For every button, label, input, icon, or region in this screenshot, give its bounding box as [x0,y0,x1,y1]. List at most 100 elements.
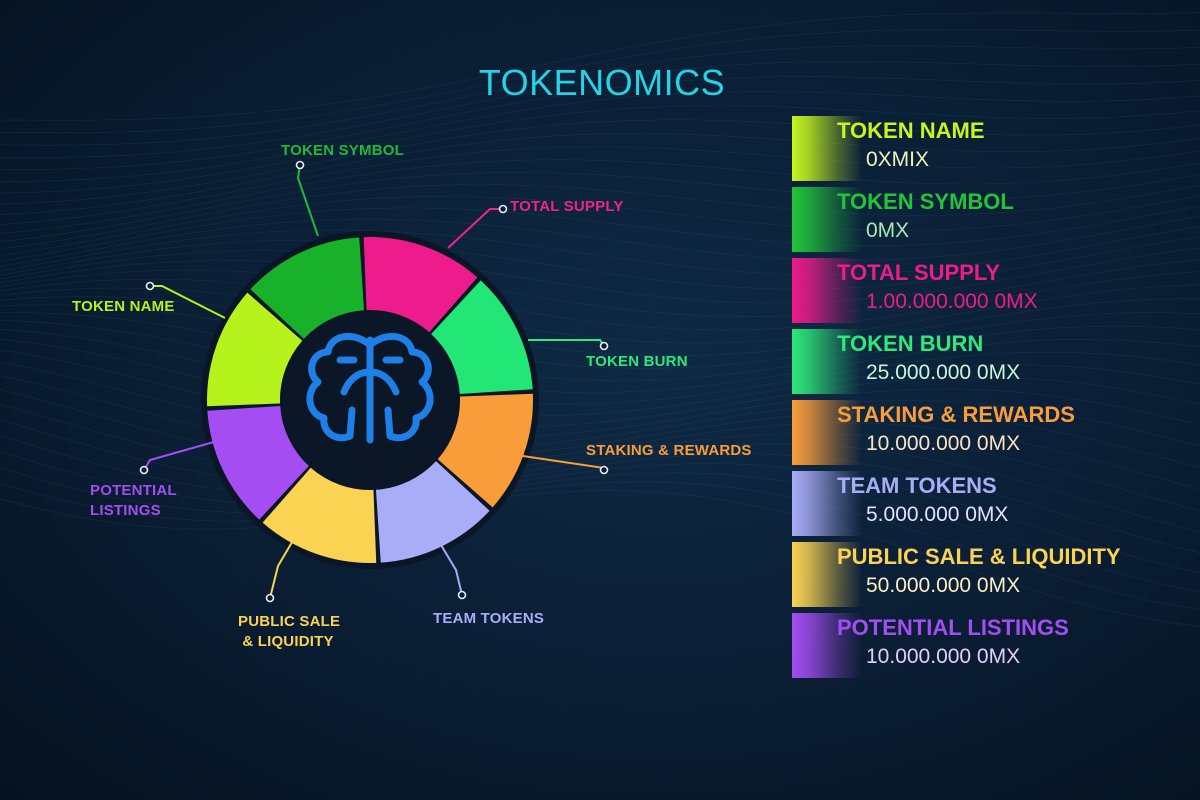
wave-line [0,269,1200,331]
donut-segment [207,405,309,520]
brain-icon [306,332,434,444]
wave-line [0,338,1200,427]
callout-dot [599,341,609,351]
donut-chart [139,160,609,603]
callout-label-line: TOKEN BURN [586,353,688,370]
wave-line [0,105,1200,194]
card-title: TEAM TOKENS [837,473,997,498]
card-title: POTENTIAL LISTINGS [837,615,1069,640]
wave-line [0,133,1200,215]
wave-line [0,296,1200,369]
wave-line [0,247,1200,304]
wave-line [0,29,1200,134]
callout-label-line: LISTINGS [90,502,161,519]
wave-line [0,419,1200,533]
wave-line [0,404,1200,512]
wave-line [0,320,1200,405]
wave-line [0,171,1200,242]
callout-line [296,164,319,237]
callout-label: TOTAL SUPPLY [510,197,624,217]
callout-line [269,531,299,599]
wave-line [0,389,1200,490]
wave-line [0,435,1200,554]
wave-line [0,146,1200,225]
callout-line [447,208,503,249]
card-value: 50.000.000 0MX [866,574,1021,597]
card-accent-bar [792,542,862,607]
card-accent-bar [792,329,862,394]
wave-line [0,481,1200,610]
callout-label-line: TOTAL SUPPLY [510,198,624,215]
card-value: 10.000.000 0MX [866,432,1021,455]
card-value: 0XMIX [866,148,930,171]
wave-line [0,215,1200,267]
token-info-card: TOKEN SYMBOL 0MX [792,187,1192,252]
wave-line [0,490,1200,627]
wave-line [0,76,1200,170]
donut-segment [250,237,365,339]
card-title: STAKING & REWARDS [837,402,1075,427]
wave-line [0,61,1200,158]
wave-line [0,91,1200,182]
wave-line [0,259,1200,317]
token-info-card: PUBLIC SALE & LIQUIDITY 50.000.000 0MX [792,542,1192,607]
donut-segment [375,461,490,563]
wave-line [0,349,1200,438]
card-value: 5.000.000 0MX [866,503,1009,526]
card-title: TOKEN BURN [837,331,984,356]
callout-label-line: & LIQUIDITY [242,633,334,650]
page-title: TOKENOMICS [478,62,726,103]
donut-segment [206,292,303,407]
wave-line [0,45,1200,146]
wave-line [0,304,1200,381]
wave-line [0,375,1200,468]
callout-dot [599,465,609,475]
callout-label: TOKEN NAME [72,297,175,317]
token-info-card: TOTAL SUPPLY 1.00.000.000 0MX [792,258,1192,323]
callout-label-line: STAKING & REWARDS [586,442,752,459]
callout-dot [145,281,155,291]
wave-line [0,278,1200,344]
card-accent-bar [792,258,862,323]
donut-segment [363,237,478,333]
wave-line [0,184,1200,250]
callout-label: TEAM TOKENS [433,609,544,629]
wave-line [0,159,1200,234]
wave-line [0,205,1200,262]
card-title: TOTAL SUPPLY [837,260,1001,285]
wave-line [0,195,1200,256]
card-value: 1.00.000.000 0MX [866,290,1038,313]
card-value: 25.000.000 0MX [866,361,1021,384]
callout-dot [498,204,508,214]
token-info-card: STAKING & REWARDS 10.000.000 0MX [792,400,1192,465]
callout-dot [139,465,149,475]
wave-line [0,236,1200,290]
card-title: TOKEN SYMBOL [837,189,1014,214]
wave-line [0,467,1200,592]
wave-line [0,328,1200,416]
wave-line [0,287,1200,357]
callout-label: TOKEN SYMBOL [281,141,404,161]
callout-label-line: POTENTIAL [90,482,177,499]
callout-line [437,539,463,596]
wave-line [0,119,1200,205]
card-value: 0MX [866,219,910,242]
card-accent-bar [792,116,862,181]
callout-dot [295,160,305,170]
card-accent-bar [792,400,862,465]
card-title: PUBLIC SALE & LIQUIDITY [837,544,1121,569]
callout-line [528,339,605,347]
card-accent-bar [792,187,862,252]
callout-dot [457,590,467,600]
wave-line [0,12,1200,121]
donut-segment [437,393,533,508]
card-accent-bar [792,471,862,536]
token-info-card: TOKEN BURN 25.000.000 0MX [792,329,1192,394]
callout-label-line: TEAM TOKENS [433,610,545,627]
callout-label-line: PUBLIC SALE [238,613,341,630]
card-accent-bar [792,613,862,678]
